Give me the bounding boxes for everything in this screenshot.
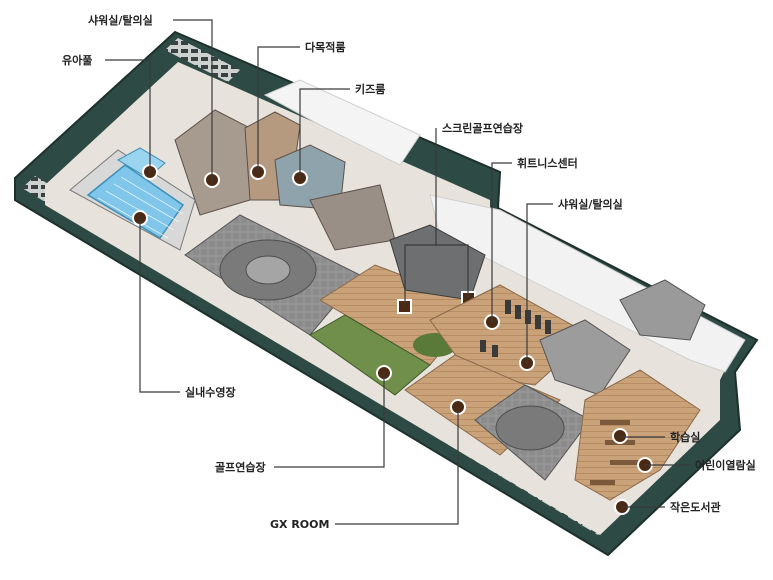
label-shower-right: 샤워실/탈의실 bbox=[558, 197, 623, 211]
open-area-top bbox=[263, 79, 421, 166]
label-small-library: 작은도서관 bbox=[670, 500, 721, 514]
golf-practice-lawn bbox=[309, 314, 431, 396]
leader-toddler-pool bbox=[105, 59, 151, 172]
label-kids-room: 키즈룸 bbox=[355, 82, 385, 96]
room-block-upper-right bbox=[619, 279, 706, 341]
leader-screen-golf bbox=[404, 128, 437, 306]
leader-shower-right bbox=[526, 203, 553, 363]
leader-golf-practice bbox=[274, 373, 385, 468]
leader-multipurpose bbox=[257, 46, 300, 172]
leader-lines bbox=[105, 19, 690, 525]
leader-shower-left bbox=[173, 19, 213, 180]
gx-circle-lower bbox=[495, 405, 565, 451]
gx-circle-left-inner bbox=[245, 255, 291, 285]
label-study-room: 학습실 bbox=[670, 430, 700, 444]
leader-screen-golf-b bbox=[436, 244, 469, 298]
label-screen-golf: 스크린골프연습장 bbox=[442, 121, 523, 135]
leader-kids-room bbox=[299, 88, 350, 178]
label-golf-practice: 골프연습장 bbox=[215, 460, 266, 474]
marker-study-room bbox=[612, 428, 628, 444]
room-block-shower-right bbox=[539, 319, 631, 396]
screen-golf-booths bbox=[389, 224, 486, 301]
label-fitness: 휘트니스센터 bbox=[517, 156, 578, 170]
leader-indoor-pool bbox=[139, 218, 180, 393]
leader-fitness bbox=[491, 162, 512, 322]
library-floor bbox=[574, 369, 701, 501]
label-gx-room: GX ROOM bbox=[270, 518, 329, 531]
leader-gx-room bbox=[335, 407, 459, 525]
room-block-kids bbox=[274, 144, 346, 211]
label-toddler-pool: 유아풀 bbox=[62, 53, 92, 67]
label-multipurpose: 다목적룸 bbox=[305, 40, 345, 54]
label-shower-left: 샤워실/탈의실 bbox=[88, 13, 153, 27]
fitness-equipment bbox=[480, 300, 551, 357]
label-children-reading: 어린이열람실 bbox=[695, 458, 756, 472]
label-indoor-pool: 실내수영장 bbox=[185, 385, 236, 399]
window-band-top bbox=[165, 38, 240, 82]
